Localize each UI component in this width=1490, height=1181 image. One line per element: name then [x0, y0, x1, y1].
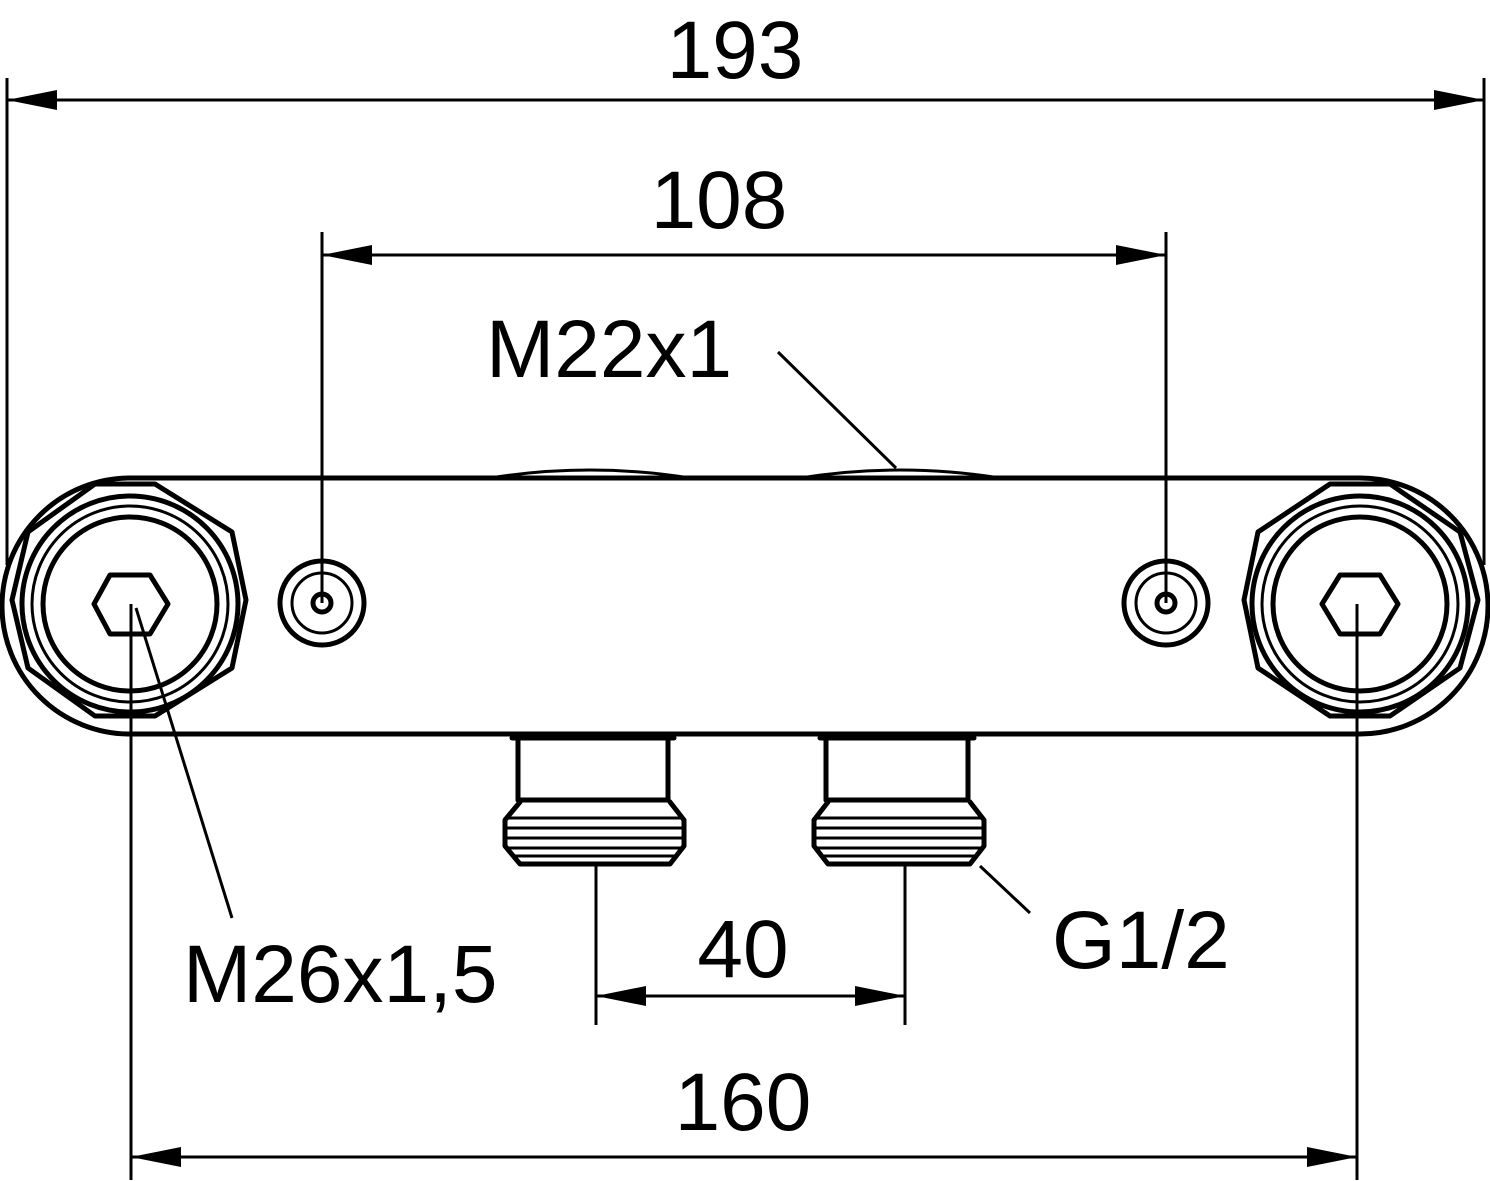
dimension-lines	[7, 90, 1484, 1167]
dim-inlet-spacing: 160	[675, 1057, 812, 1148]
right-inlet-nut	[1241, 481, 1481, 719]
dim-mount-spacing: 108	[651, 155, 788, 246]
callout-mount-thread: M22x1	[486, 304, 732, 395]
left-inlet-nut	[9, 481, 249, 719]
callout-outlet-thread: G1/2	[1052, 895, 1230, 986]
dim-outlet-spacing: 40	[697, 904, 788, 995]
dim-overall-width: 193	[667, 5, 804, 96]
right-outlet-fitting	[811, 731, 987, 867]
mixer-bar-body	[0, 468, 1490, 737]
left-outlet-fitting	[502, 731, 687, 867]
leader-lines	[134, 350, 1032, 919]
callout-inlet-thread: M26x1,5	[183, 929, 498, 1020]
